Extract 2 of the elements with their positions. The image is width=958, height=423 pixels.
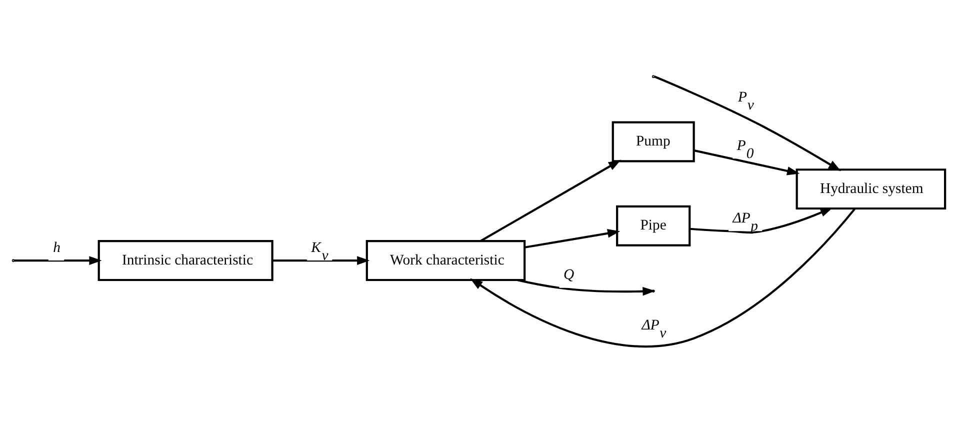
edge-label: h	[53, 240, 60, 256]
edge-label: Q	[563, 267, 574, 284]
